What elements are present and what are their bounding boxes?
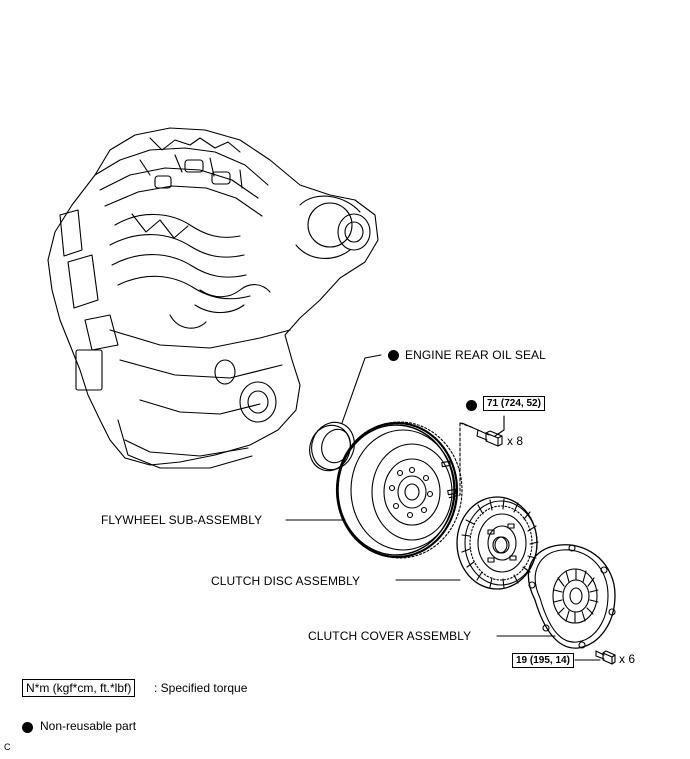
non-reusable-dot-oil-seal <box>388 350 399 361</box>
legend-non-reusable-dot <box>22 722 33 733</box>
non-reusable-dot-flywheel-bolt <box>466 400 477 411</box>
qty-flywheel-bolt: x 8 <box>507 434 524 448</box>
oil-seal-drawing <box>309 354 382 472</box>
label-clutch-cover-assembly: CLUTCH COVER ASSEMBLY <box>308 629 472 643</box>
label-flywheel-sub-assembly: FLYWHEEL SUB-ASSEMBLY <box>101 513 263 527</box>
engine-illustration <box>47 127 379 469</box>
corner-mark: C <box>4 742 11 752</box>
label-engine-rear-oil-seal: ENGINE REAR OIL SEAL <box>405 348 546 362</box>
clutch-disc-drawing <box>395 496 539 590</box>
torque-cover-bolt: 19 (195, 14) <box>512 653 574 668</box>
legend-torque-description: : Specified torque <box>154 681 248 695</box>
legend-non-reusable-description: Non-reusable part <box>40 719 137 733</box>
qty-cover-bolt: x 6 <box>619 652 636 666</box>
torque-flywheel-bolt: 71 (724, 52) <box>483 396 545 411</box>
clutch-cover-drawing <box>496 544 616 649</box>
flywheel-drawing <box>285 421 463 559</box>
cover-bolt-drawing <box>574 650 616 665</box>
legend-torque-unit-box: N*m (kgf*cm, ft.*lbf) <box>22 679 136 697</box>
flywheel-bolt-drawing <box>459 415 505 447</box>
label-clutch-disc-assembly: CLUTCH DISC ASSEMBLY <box>211 574 361 588</box>
